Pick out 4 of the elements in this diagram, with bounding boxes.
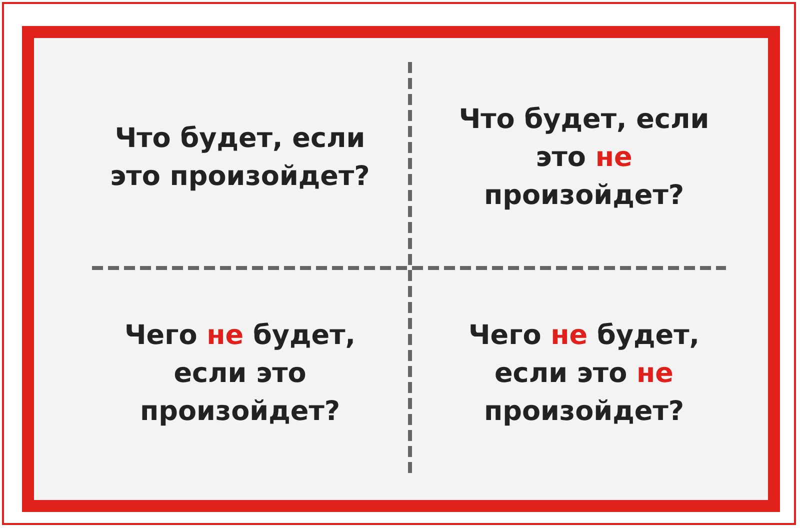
question-text: Что будет, если это произойдет? (80, 78, 400, 238)
question-text: Чего не будет, если это не произойдет? (424, 294, 744, 454)
question-text: Чего не будет, если это произойдет? (80, 294, 400, 454)
question-text: Что будет, если это не произойдет? (424, 78, 744, 238)
